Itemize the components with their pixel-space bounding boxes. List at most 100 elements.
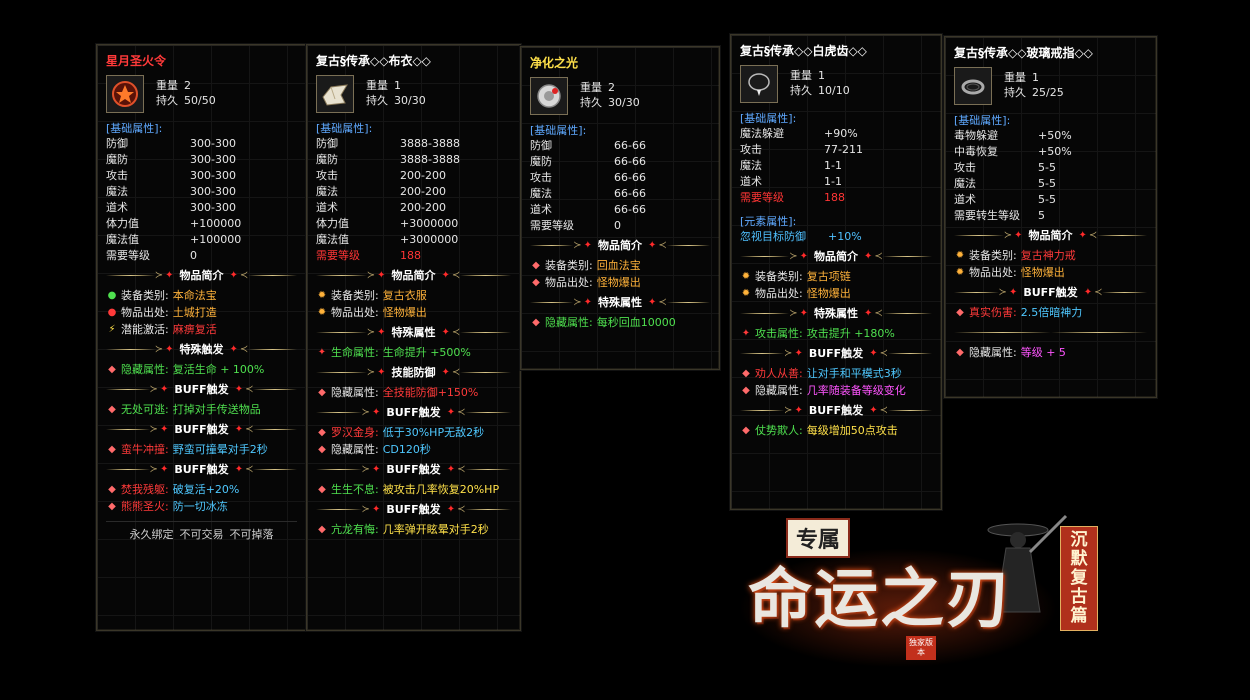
info-line: ◆隐藏属性:全技能防御+150%	[316, 384, 511, 401]
info-line: ✦生命属性:生命提升 +500%	[316, 344, 511, 361]
info-line: ◆装备类别:回血法宝	[530, 257, 710, 274]
attribute-name: 攻击	[530, 171, 552, 184]
durability-label: 持久	[156, 94, 178, 107]
bullet-icon: ◆	[108, 364, 116, 375]
attribute-value: 3888-3888	[400, 153, 460, 166]
item-title: 星月圣火令	[106, 54, 167, 68]
info-key: 无处可逃:	[121, 403, 169, 416]
section-header: [元素属性]:	[740, 215, 797, 228]
bullet-icon: ◆	[108, 444, 116, 455]
bullet-icon: ⚡	[108, 324, 116, 335]
attribute-name: 防御	[106, 137, 128, 150]
info-value: 被攻击几率恢复20%HP	[382, 483, 500, 496]
info-value: 回血法宝	[596, 259, 641, 272]
info-line: ◆亢龙有悔:几率弹开眩晕对手2秒	[316, 521, 511, 538]
info-key: 隐藏属性:	[545, 316, 593, 329]
durability-value: 30/30	[608, 96, 640, 109]
info-line: ◆ 仗势欺人:每级增加50点攻击	[740, 422, 932, 439]
info-line: ◆焚我残躯:破复活+20%	[106, 481, 297, 498]
bullet-icon: ◆	[742, 425, 750, 436]
swordsman-silhouette-icon	[987, 514, 1068, 613]
section-divider	[954, 323, 1147, 341]
weight-label: 重量	[1004, 71, 1026, 84]
info-line: ◆劝人从善:让对手和平模式3秒	[740, 365, 932, 382]
attribute-name: 防御	[316, 137, 338, 150]
section-header: [基础属性]:	[740, 112, 797, 125]
info-key: 装备类别:	[331, 289, 379, 302]
attribute-value: +100000	[190, 217, 242, 230]
bullet-icon: ◆	[108, 501, 116, 512]
section-divider: ≻✦物品简介✦≺	[740, 247, 932, 265]
info-value: 每级增加50点攻击	[806, 424, 898, 437]
attribute-name: 中毒恢复	[954, 145, 998, 158]
info-line: ◆蛮牛冲撞:野蛮可撞晕对手2秒	[106, 441, 297, 458]
info-value: 低于30%HP无敌2秒	[382, 426, 485, 439]
attribute-name: 魔防	[530, 155, 552, 168]
tiger-necklace-icon	[740, 65, 778, 103]
attribute-name: 魔防	[106, 153, 128, 166]
attribute-name: 道术	[530, 203, 552, 216]
logo-title: 命运之刃	[748, 562, 1012, 637]
binding-flag: 不可交易	[179, 528, 224, 541]
info-key: 真实伤害:	[969, 306, 1017, 319]
section-divider-label: BUFF触发	[808, 347, 864, 360]
weight-value: 1	[818, 69, 825, 82]
section-divider: ≻✦BUFF触发✦≺	[106, 420, 298, 438]
weight-label: 重量	[366, 79, 388, 92]
section-divider: ≻✦BUFF触发✦≺	[316, 500, 512, 518]
info-key: 装备类别:	[545, 259, 593, 272]
glass-ring-icon	[954, 67, 992, 105]
attribute-row: 魔法值+100000	[106, 232, 297, 248]
bullet-icon: ✦	[741, 328, 751, 339]
info-key: 隐藏属性:	[331, 443, 379, 456]
attribute-name: 道术	[740, 175, 762, 188]
info-value: 等级 + 5	[1020, 346, 1066, 359]
bullet-icon: ◆	[532, 317, 540, 328]
section-divider-label: 物品简介	[391, 269, 436, 282]
attribute-name: 道术	[954, 193, 976, 206]
attribute-value: 66-66	[614, 155, 646, 168]
info-value: CD120秒	[382, 443, 431, 456]
info-line: ◆隐藏属性:几率随装备等级变化	[740, 382, 932, 399]
logo-edition: 独家版本	[906, 636, 936, 660]
attribute-value: +50%	[1038, 145, 1072, 158]
info-line: ◆真实伤害:2.5倍暗神力	[954, 304, 1147, 321]
attribute-value: 300-300	[190, 169, 236, 182]
durability-label: 持久	[366, 94, 388, 107]
info-value: 复古项链	[806, 270, 851, 283]
attribute-value: 5-5	[1038, 177, 1056, 190]
attribute-value: 188	[824, 191, 845, 204]
section-divider: ≻✦物品简介✦≺	[106, 266, 297, 284]
attribute-value: 1-1	[824, 175, 842, 188]
attribute-name: 攻击	[740, 143, 762, 156]
info-key: 熊熊圣火:	[121, 500, 169, 513]
info-value: 怪物爆出	[806, 287, 851, 300]
bullet-icon: ✹	[741, 288, 751, 299]
bullet-icon: ●	[107, 307, 117, 318]
cloth-armor-icon	[316, 75, 354, 113]
attribute-value: 66-66	[614, 203, 646, 216]
info-value: 每秒回血10000	[596, 316, 676, 329]
attribute-value: 300-300	[190, 201, 236, 214]
attribute-name: 魔法	[740, 159, 762, 172]
attribute-name: 攻击	[316, 169, 338, 182]
attribute-value: +50%	[1038, 129, 1072, 142]
attribute-value: 66-66	[614, 187, 646, 200]
info-key: 物品出处:	[969, 266, 1017, 279]
section-divider: ≻✦物品简介✦≺	[530, 236, 710, 254]
section-header: [基础属性]:	[954, 114, 1011, 127]
section-divider: ≻✦BUFF触发✦≺	[740, 401, 933, 419]
info-key: 仗势欺人:	[755, 424, 803, 437]
info-value: 防一切冰冻	[172, 500, 228, 513]
durability-label: 持久	[1004, 86, 1026, 99]
